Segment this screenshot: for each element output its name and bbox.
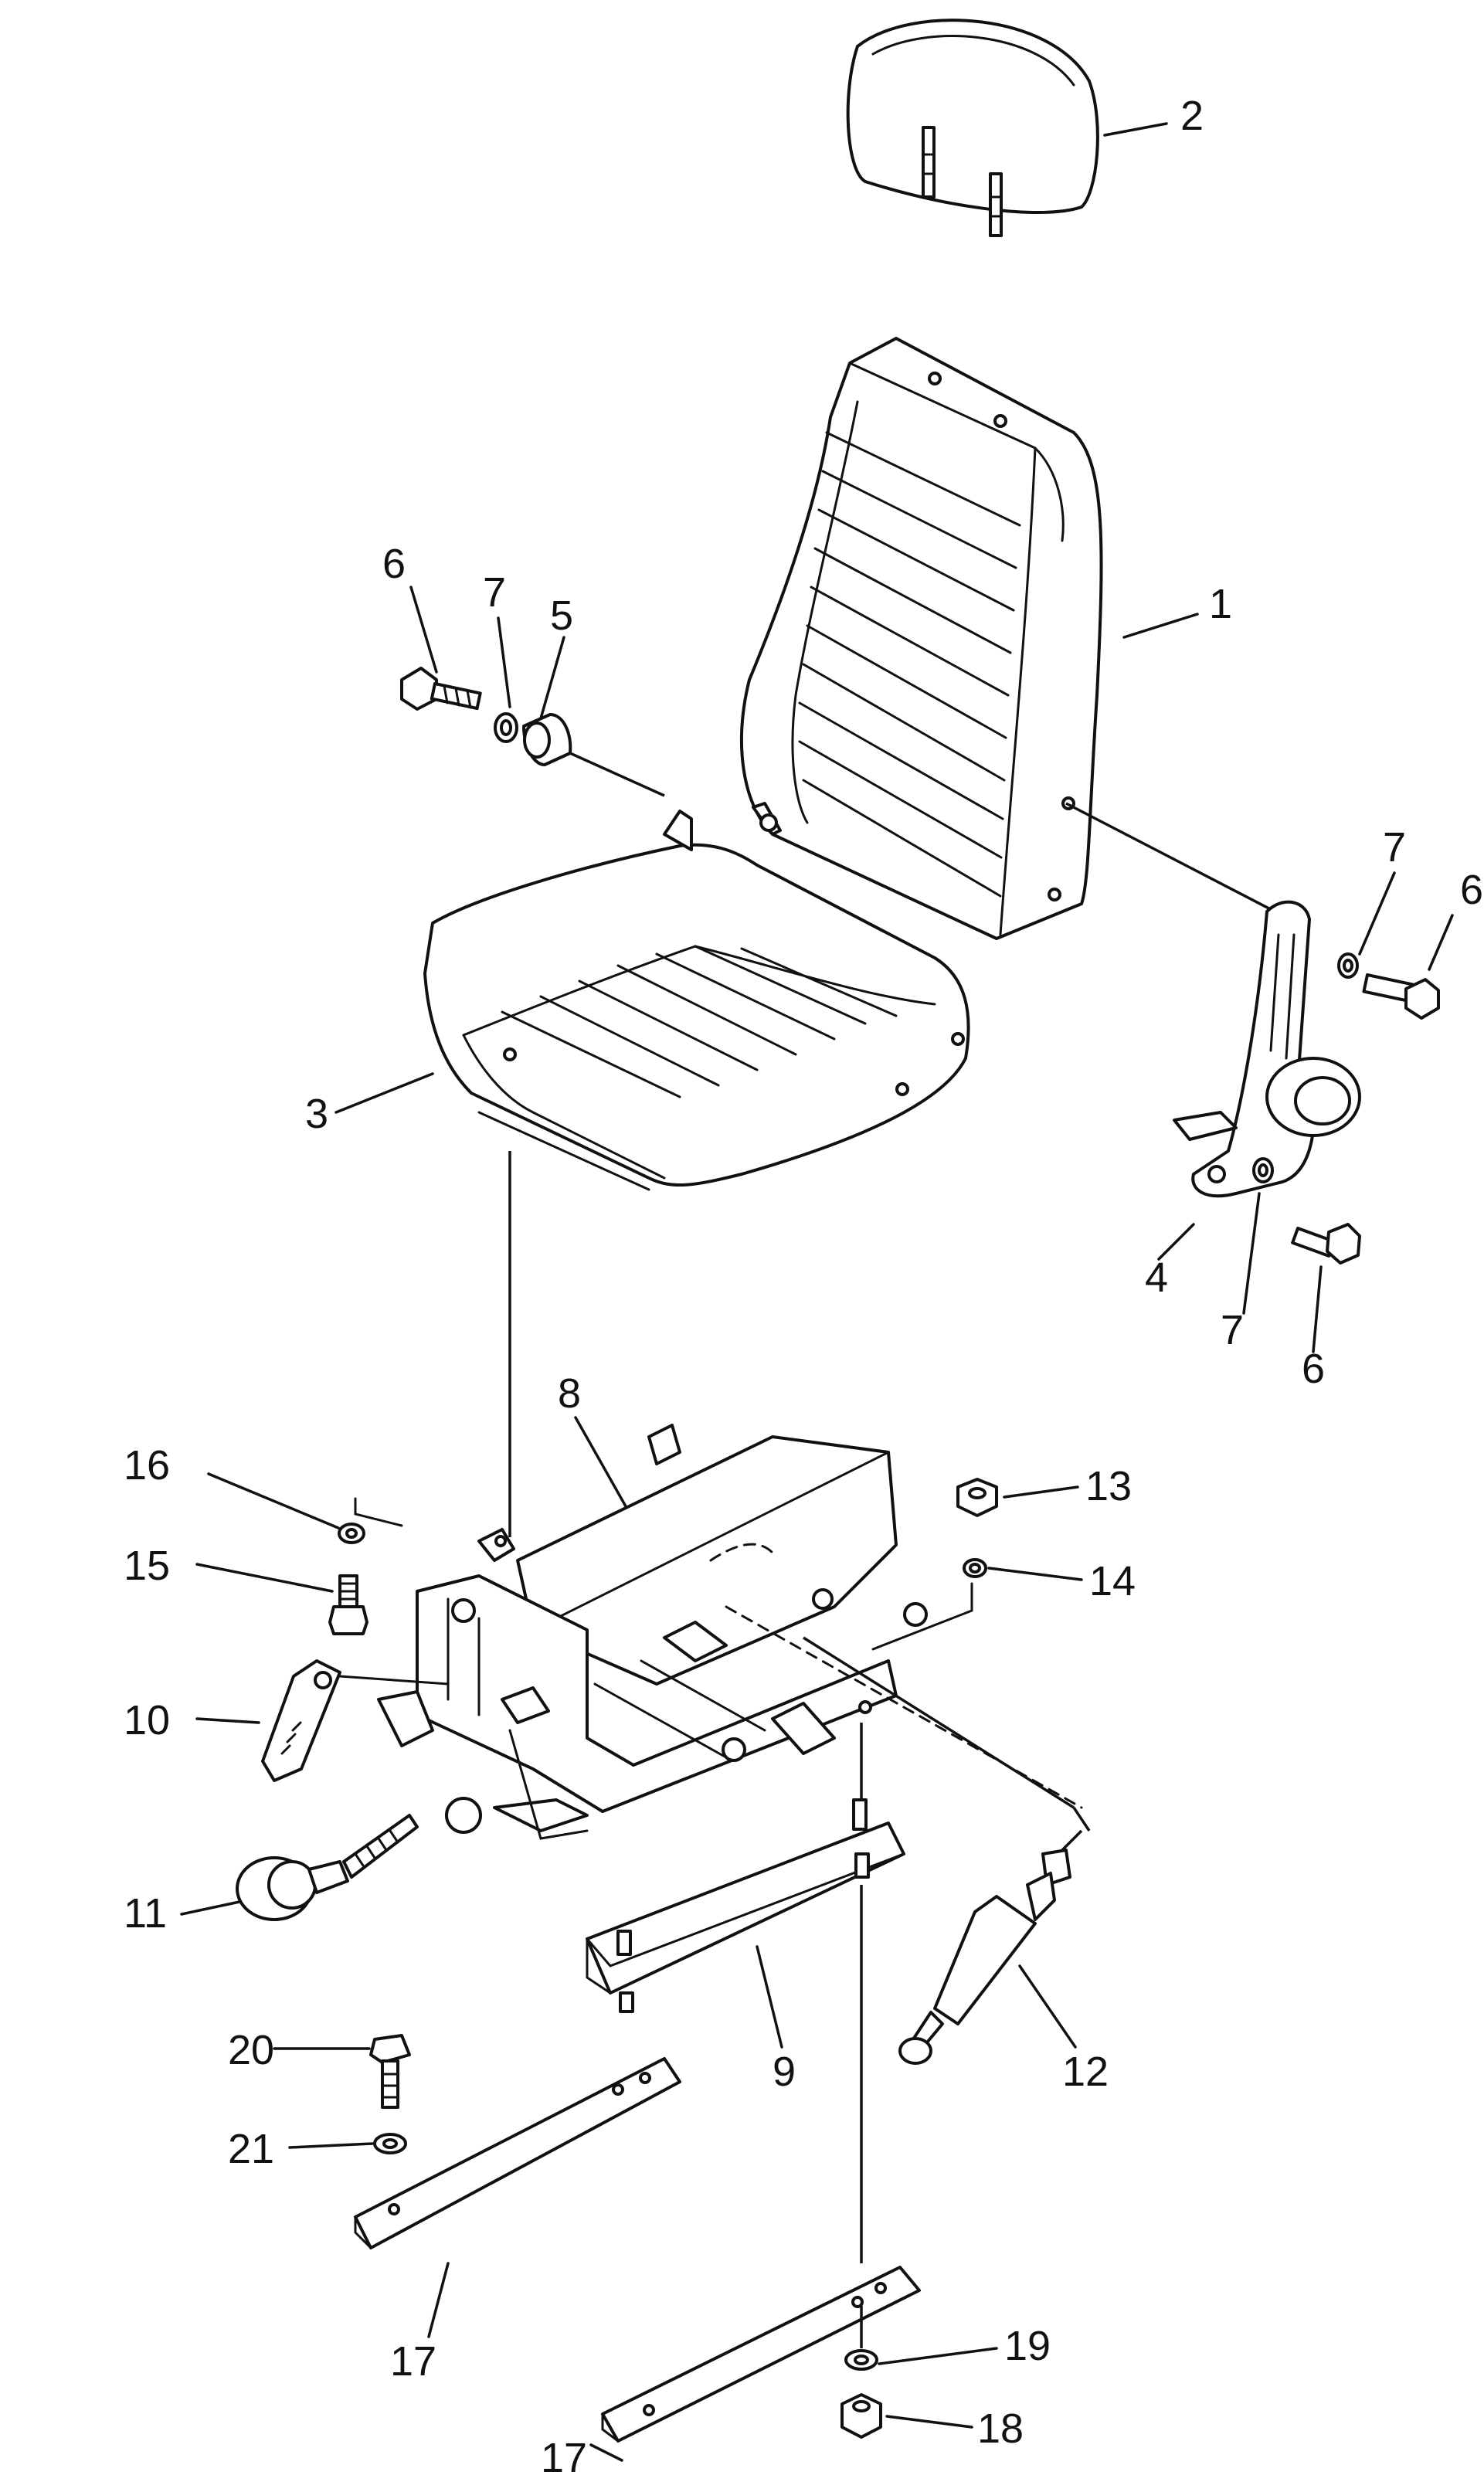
callout-1: 1: [1209, 581, 1232, 627]
part-20-21: [369, 2034, 411, 2154]
headrest-part: [846, 19, 1099, 237]
callout-15: 15: [124, 1543, 170, 1589]
callout-18: 18: [977, 2405, 1024, 2452]
callout-17-lower: 17: [541, 2435, 587, 2475]
lever-part: [261, 1659, 341, 1782]
callout-9: 9: [773, 2049, 796, 2095]
seat-cushion-part: [423, 810, 970, 1191]
plate-lower: [601, 1885, 921, 2443]
callout-3: 3: [305, 1091, 328, 1137]
knob-part: [236, 1814, 419, 1921]
callout-12: 12: [1062, 2049, 1109, 2095]
plate-upper: [354, 2057, 681, 2249]
part-13-14: [871, 1478, 998, 1651]
callout-21: 21: [228, 2126, 274, 2172]
callout-6-left: 6: [382, 541, 406, 587]
callout-14: 14: [1089, 1558, 1136, 1604]
part-18-19: [840, 2306, 882, 2439]
seat-base-part: [416, 1151, 1091, 1832]
right-bolt-group: [1252, 952, 1440, 1265]
callout-11: 11: [124, 1890, 167, 1937]
leader-lines: [180, 122, 1454, 2462]
callout-10: 10: [124, 1697, 170, 1743]
damper-part: [898, 1829, 1083, 2065]
callout-6-right-upper: 6: [1460, 867, 1483, 913]
recliner-bracket-part: [1065, 802, 1361, 1198]
callout-7-right-lower: 7: [1221, 1307, 1244, 1353]
callout-8: 8: [558, 1370, 581, 1417]
left-bolt-group: [400, 667, 665, 797]
callout-20: 20: [228, 2027, 274, 2073]
callout-2: 2: [1180, 93, 1204, 139]
callout-6-right-lower: 6: [1302, 1346, 1325, 1392]
callout-19: 19: [1004, 2323, 1051, 2369]
rail-part: [586, 1723, 905, 2013]
callout-17-upper: 17: [390, 2338, 436, 2385]
callout-5: 5: [550, 592, 573, 639]
callout-16: 16: [124, 1442, 170, 1489]
callout-4: 4: [1145, 1254, 1168, 1301]
part-15-16: [328, 1523, 368, 1635]
callout-7-left: 7: [483, 569, 506, 616]
callout-13: 13: [1085, 1463, 1132, 1509]
adjuster-assembly: [338, 1497, 589, 1840]
callout-7-right-upper: 7: [1383, 824, 1406, 871]
seat-back-part: [740, 337, 1103, 940]
callout-labels: 2 1 3 4 5 6 6 6 7 7 7 8 9 10 11 12 13 14…: [124, 93, 1483, 2475]
